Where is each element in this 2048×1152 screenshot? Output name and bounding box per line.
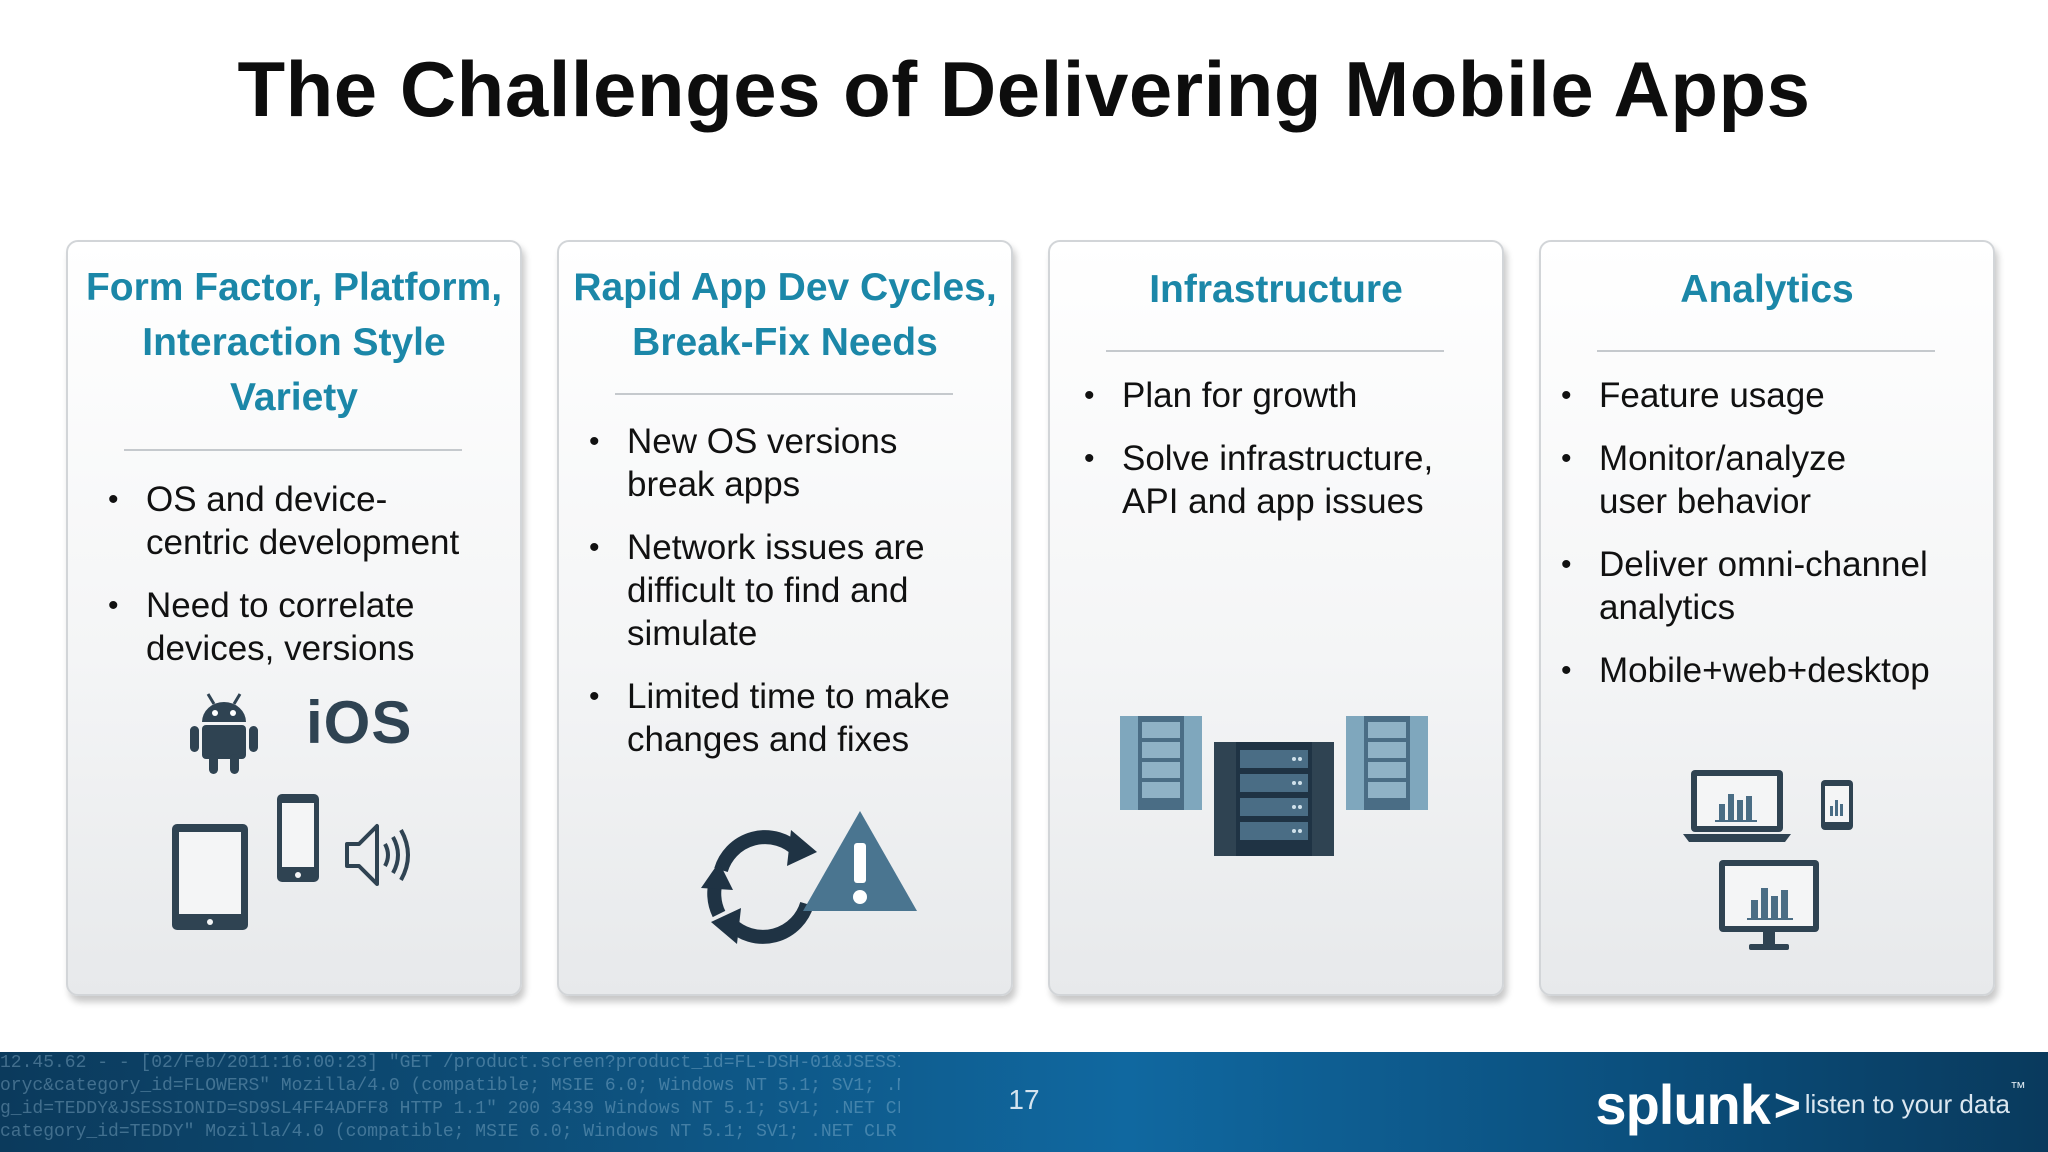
card-divider (1106, 350, 1444, 352)
bullet-line: Limited time to make (627, 677, 950, 716)
bullet-list: Plan for growth Solve infrastructure, AP… (1082, 374, 1433, 543)
log-line: category_id=TEDDY" Mozilla/4.0 (compatib… (0, 1122, 900, 1142)
page-number: 17 (1008, 1084, 1040, 1115)
bullet-item: Mobile+web+desktop (1559, 649, 1930, 692)
bullet-line: analytics (1599, 588, 1736, 627)
bullet-list: OS and device- centric development Need … (106, 478, 459, 690)
footer-bar: 12.45.62 - - [02/Feb/2011:16:00:23] "GET… (0, 1052, 2048, 1152)
bullet-item: Need to correlate devices, versions (106, 584, 459, 670)
log-line: oryc&category_id=FLOWERS" Mozilla/4.0 (c… (0, 1076, 900, 1096)
bullet-line: Solve infrastructure, (1122, 439, 1434, 478)
card-title-line: Infrastructure (1149, 268, 1403, 311)
card-rapid-dev: Rapid App Dev Cycles, Break-Fix Needs Ne… (557, 240, 1013, 996)
bullet-line: Network issues are (627, 528, 925, 567)
bullet-line: Need to correlate (146, 586, 415, 625)
bullet-line: Mobile+web+desktop (1599, 651, 1930, 690)
log-line: g_id=TEDDY&JSESSIONID=SD9SL4FF4ADFF8 HTT… (0, 1099, 900, 1119)
bullet-list: Feature usage Monitor/analyze user behav… (1559, 374, 1930, 712)
logo-wordmark: splunk (1595, 1073, 1770, 1136)
bullet-item: Solve infrastructure, API and app issues (1082, 437, 1433, 523)
phone-chart-icon (1821, 780, 1853, 830)
logo-tagline: listen to your data (1804, 1089, 2010, 1119)
card-title: Form Factor, Platform, Interaction Style… (78, 260, 510, 425)
server-rack-icon (1120, 716, 1428, 856)
slide-title: The Challenges of Delivering Mobile Apps (237, 45, 1811, 133)
bullet-item: Deliver omni-channel analytics (1559, 543, 1930, 629)
footer-log-text: 12.45.62 - - [02/Feb/2011:16:00:23] "GET… (0, 1052, 900, 1144)
bullet-line: Deliver omni-channel (1599, 545, 1928, 584)
bullet-item: Limited time to make changes and fixes (587, 675, 950, 761)
ios-logo: iOS (306, 689, 413, 756)
card-title: Rapid App Dev Cycles, Break-Fix Needs (569, 260, 1001, 370)
bullet-line: OS and device- (146, 480, 388, 519)
bullet-line: changes and fixes (627, 720, 910, 759)
speaker-icon (345, 824, 410, 886)
bullet-item: Plan for growth (1082, 374, 1433, 417)
card-title: Infrastructure (1060, 262, 1492, 317)
bullet-line: Monitor/analyze (1599, 439, 1847, 478)
bullet-line: Feature usage (1599, 376, 1825, 415)
bullet-item: Feature usage (1559, 374, 1930, 417)
card-title-line: Break-Fix Needs (632, 321, 938, 364)
log-line: 12.45.62 - - [02/Feb/2011:16:00:23] "GET… (0, 1053, 900, 1073)
refresh-cycle-icon (701, 830, 817, 944)
bullet-item: Network issues are difficult to find and… (587, 526, 950, 655)
logo-arrow: > (1773, 1078, 1801, 1131)
bullet-line: centric development (146, 523, 460, 562)
laptop-chart-icon (1683, 770, 1791, 842)
tablet-icon (172, 824, 248, 930)
android-icon (190, 693, 258, 774)
warning-icon (803, 811, 917, 911)
bullet-line: Plan for growth (1122, 376, 1358, 415)
bullet-line: API and app issues (1122, 482, 1424, 521)
monitor-chart-icon (1719, 860, 1819, 950)
card-title-line: Analytics (1680, 268, 1854, 311)
card-infrastructure: Infrastructure Plan for growth Solve inf… (1048, 240, 1504, 996)
bullet-item: OS and device- centric development (106, 478, 459, 564)
card-form-factor: Form Factor, Platform, Interaction Style… (66, 240, 522, 996)
card-title: Analytics (1551, 262, 1983, 317)
card-title-line: Rapid App Dev Cycles, (573, 266, 997, 309)
card-divider (615, 393, 953, 395)
splunk-logo: splunk > listen to your data ™ (1595, 1072, 2026, 1137)
bullet-line: simulate (627, 614, 758, 653)
bullet-line: devices, versions (146, 629, 415, 668)
card-divider (1597, 350, 1935, 352)
logo-trademark: ™ (2010, 1080, 2026, 1097)
bullet-list: New OS versions break apps Network issue… (587, 420, 950, 781)
bullet-line: user behavior (1599, 482, 1812, 521)
card-divider (124, 449, 462, 451)
card-title-line: Form Factor, Platform, (85, 266, 503, 309)
bullet-item: Monitor/analyze user behavior (1559, 437, 1930, 523)
card-title-line: Variety (230, 376, 358, 419)
card-title-line: Interaction Style (142, 321, 446, 364)
bullet-line: break apps (627, 465, 801, 504)
bullet-item: New OS versions break apps (587, 420, 950, 506)
card-analytics: Analytics Feature usage Monitor/analyze … (1539, 240, 1995, 996)
bullet-line: New OS versions (627, 422, 898, 461)
smartphone-icon (277, 794, 319, 882)
bullet-line: difficult to find and (627, 571, 909, 610)
